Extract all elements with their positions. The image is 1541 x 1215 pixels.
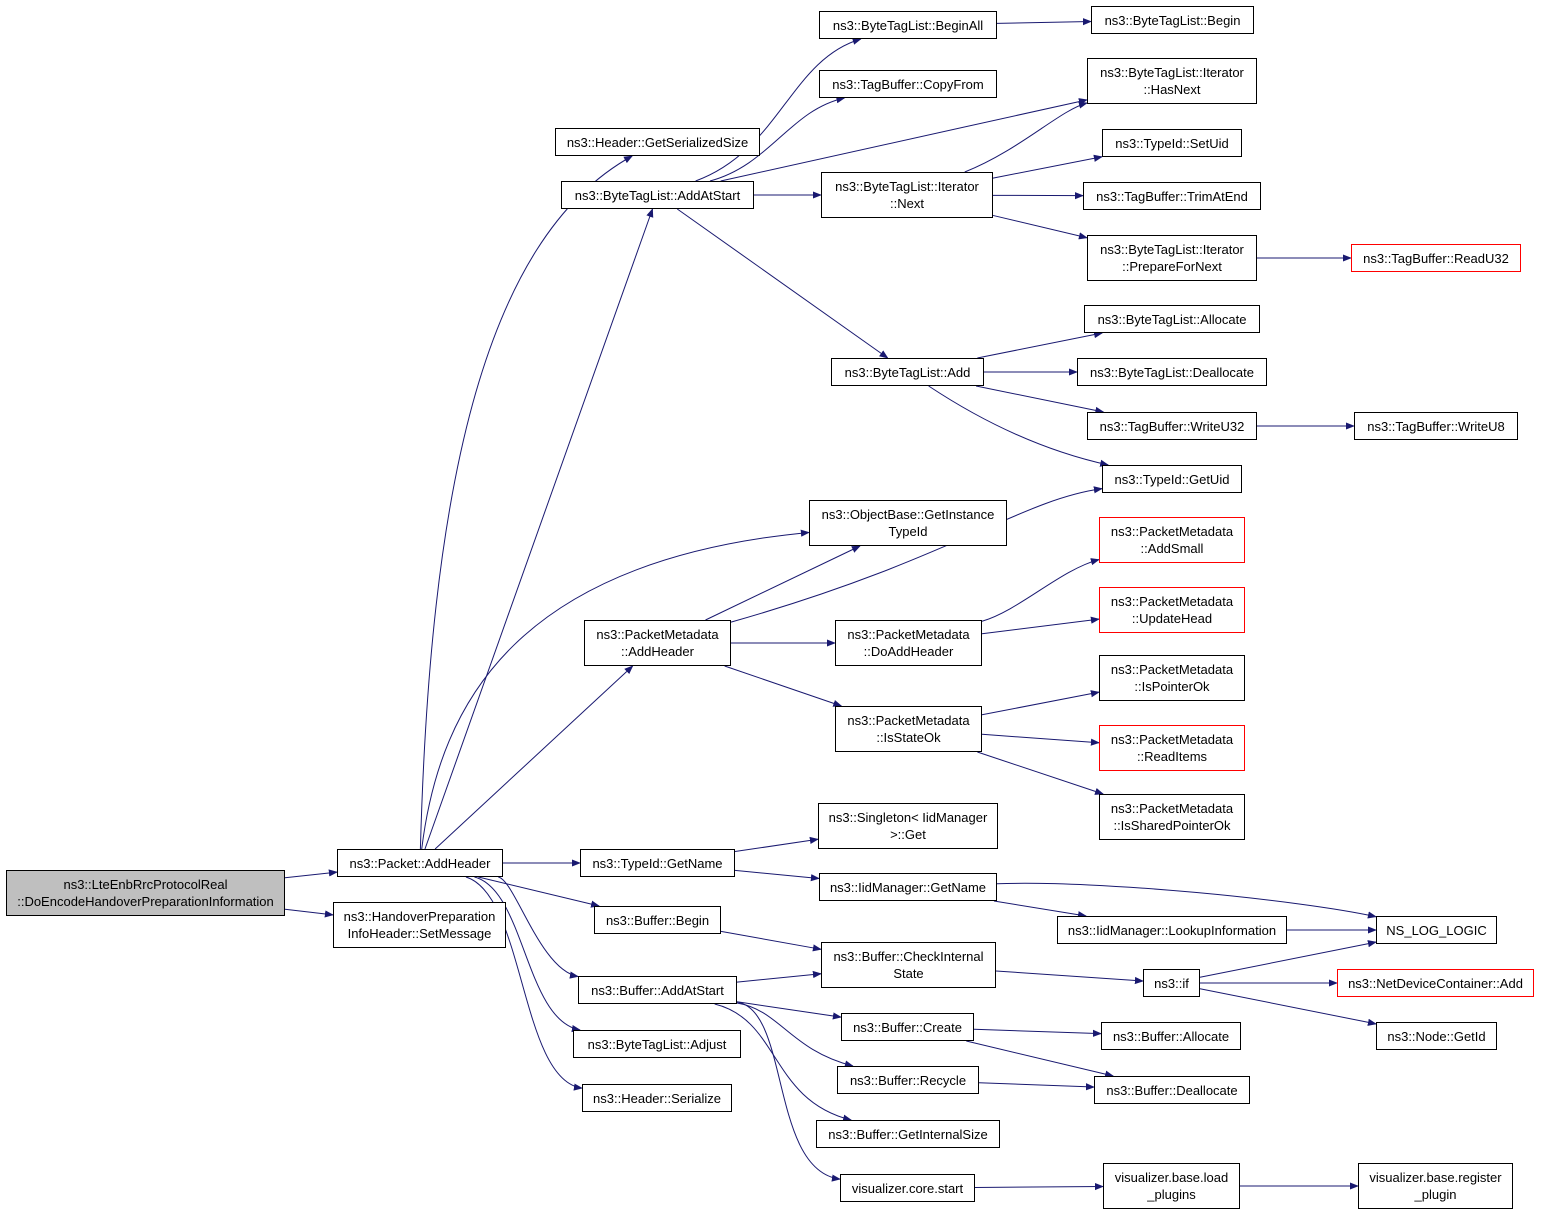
graph-node-btl-it-preparefornext[interactable]: ns3::ByteTagList::Iterator ::PrepareForN… [1087, 235, 1257, 281]
graph-node-tb-writeu32[interactable]: ns3::TagBuffer::WriteU32 [1087, 412, 1257, 440]
graph-node-pm-readitems[interactable]: ns3::PacketMetadata ::ReadItems [1099, 725, 1245, 771]
graph-node-root: ns3::LteEnbRrcProtocolReal ::DoEncodeHan… [6, 870, 285, 916]
graph-node-tb-trimatend[interactable]: ns3::TagBuffer::TrimAtEnd [1083, 182, 1261, 210]
call-edge-buffer_addatstart-to-buffer_recycle [736, 1002, 854, 1068]
graph-node-iid-getname[interactable]: ns3::IidManager::GetName [819, 873, 997, 901]
call-edge-pm_isstateok-to-pm_ispointerok [981, 690, 1100, 716]
graph-node-pm-addheader[interactable]: ns3::PacketMetadata ::AddHeader [584, 620, 731, 666]
call-edge-ns3_if-to-ns_log_logic [1199, 940, 1377, 978]
graph-node-pm-updatehead[interactable]: ns3::PacketMetadata ::UpdateHead [1099, 587, 1245, 633]
call-edge-packet_addheader-to-header_serialize [465, 876, 583, 1091]
graph-node-buffer-getinternalsize[interactable]: ns3::Buffer::GetInternalSize [816, 1120, 1000, 1148]
call-edge-vis_core_start-to-vis_base_load_plugins [974, 1182, 1104, 1191]
call-edge-typeid_getname-to-iid_getname [734, 869, 820, 882]
call-edge-btl_it_next-to-btl_it_hasnext [964, 101, 1088, 173]
graph-node-pm-addsmall[interactable]: ns3::PacketMetadata ::AddSmall [1099, 517, 1245, 563]
graph-node-node-getid[interactable]: ns3::Node::GetId [1376, 1022, 1497, 1050]
graph-node-pm-ispointerok[interactable]: ns3::PacketMetadata ::IsPointerOk [1099, 655, 1245, 701]
graph-node-btl-addatstart[interactable]: ns3::ByteTagList::AddAtStart [561, 181, 754, 209]
graph-node-btl-it-next[interactable]: ns3::ByteTagList::Iterator ::Next [821, 172, 993, 218]
graph-node-header-getsersize[interactable]: ns3::Header::GetSerializedSize [555, 128, 760, 156]
graph-node-singleton-get[interactable]: ns3::Singleton< IidManager >::Get [818, 803, 998, 849]
call-edge-pm_isstateok-to-pm_readitems [981, 733, 1100, 746]
graph-node-tb-readu32[interactable]: ns3::TagBuffer::ReadU32 [1351, 244, 1521, 272]
call-edge-btl_addatstart-to-btl_it_hasnext [720, 98, 1088, 182]
call-edge-btl_add-to-typeid_getuid [928, 385, 1110, 467]
graph-node-typeid-getname[interactable]: ns3::TypeId::GetName [580, 849, 735, 877]
graph-node-buffer-allocate[interactable]: ns3::Buffer::Allocate [1101, 1022, 1241, 1050]
graph-node-typeid-setuid[interactable]: ns3::TypeId::SetUid [1102, 129, 1242, 157]
graph-node-ndc-add[interactable]: ns3::NetDeviceContainer::Add [1337, 969, 1534, 997]
graph-node-buffer-checkinternal[interactable]: ns3::Buffer::CheckInternal State [821, 942, 996, 988]
call-edge-buffer_begin-to-buffer_checkinternal [720, 930, 822, 952]
graph-node-buffer-create[interactable]: ns3::Buffer::Create [841, 1013, 974, 1041]
call-edge-buffer_addatstart-to-buffer_create [736, 1001, 842, 1020]
graph-node-tb-writeu8[interactable]: ns3::TagBuffer::WriteU8 [1354, 412, 1518, 440]
call-edge-btl_it_next-to-btl_it_preparefornext [992, 214, 1088, 240]
call-edge-iid_getname-to-ns_log_logic [996, 882, 1377, 919]
graph-node-btl-it-hasnext[interactable]: ns3::ByteTagList::Iterator ::HasNext [1087, 58, 1257, 104]
call-edge-btl_add-to-tb_writeu32 [975, 385, 1105, 414]
call-edge-buffer_checkinternal-to-ns3_if [995, 970, 1144, 985]
call-edge-buffer_addatstart-to-buffer_checkinternal [736, 970, 822, 983]
call-edge-root-to-hopi_setmessage [284, 908, 334, 918]
graph-node-buffer-begin[interactable]: ns3::Buffer::Begin [594, 906, 721, 934]
call-edge-typeid_getname-to-singleton_get [734, 836, 819, 853]
graph-node-pm-issharedpointerok[interactable]: ns3::PacketMetadata ::IsSharedPointerOk [1099, 794, 1245, 840]
graph-node-btl-allocate[interactable]: ns3::ByteTagList::Allocate [1084, 305, 1260, 333]
call-edge-buffer_addatstart-to-buffer_getinternalsize [714, 1003, 853, 1122]
call-edge-packet_addheader-to-btl_adjust [474, 876, 581, 1033]
call-edge-pm_addheader-to-pm_isstateok [724, 665, 843, 707]
call-edge-packet_addheader-to-ob_getinstancetypeid [421, 529, 810, 850]
graph-node-pm-doaddheader[interactable]: ns3::PacketMetadata ::DoAddHeader [835, 620, 982, 666]
graph-node-pm-isstateok[interactable]: ns3::PacketMetadata ::IsStateOk [835, 706, 982, 752]
graph-node-btl-deallocate[interactable]: ns3::ByteTagList::Deallocate [1077, 358, 1267, 386]
graph-node-ns-log-logic[interactable]: NS_LOG_LOGIC [1376, 916, 1497, 944]
graph-node-btl-adjust[interactable]: ns3::ByteTagList::Adjust [573, 1030, 741, 1058]
graph-node-tb-copyfrom[interactable]: ns3::TagBuffer::CopyFrom [819, 70, 997, 98]
call-edge-btl_it_next-to-typeid_setuid [992, 154, 1103, 179]
graph-node-packet-addheader[interactable]: ns3::Packet::AddHeader [337, 849, 503, 877]
call-edge-packet_addheader-to-buffer_begin [478, 876, 601, 908]
call-edge-btl_beginall-to-btl_begin [996, 18, 1092, 26]
graph-node-hopi-setmessage[interactable]: ns3::HandoverPreparation InfoHeader::Set… [333, 902, 506, 948]
call-edge-pm_doaddheader-to-pm_addsmall [981, 558, 1100, 622]
graph-node-ns3-if[interactable]: ns3::if [1143, 969, 1200, 997]
call-edge-btl_add-to-btl_allocate [977, 331, 1104, 359]
graph-node-vis-base-register-plugin[interactable]: visualizer.base.register _plugin [1358, 1163, 1513, 1209]
graph-node-buffer-recycle[interactable]: ns3::Buffer::Recycle [837, 1066, 979, 1094]
call-edge-buffer_create-to-buffer_allocate [973, 1028, 1102, 1037]
call-edge-buffer_create-to-buffer_deallocate [966, 1040, 1115, 1078]
call-edge-ns3_if-to-node_getid [1199, 988, 1377, 1026]
call-edge-root-to-packet_addheader [284, 869, 338, 879]
graph-node-vis-base-load-plugins[interactable]: visualizer.base.load _plugins [1103, 1163, 1240, 1209]
call-edge-btl_addatstart-to-btl_add [676, 208, 889, 359]
graph-node-btl-add[interactable]: ns3::ByteTagList::Add [831, 358, 984, 386]
graph-node-typeid-getuid[interactable]: ns3::TypeId::GetUid [1102, 465, 1242, 493]
call-edge-pm_addheader-to-ob_getinstancetypeid [705, 545, 861, 621]
call-edge-pm_doaddheader-to-pm_updatehead [981, 616, 1100, 635]
call-edge-packet_addheader-to-buffer_addatstart [498, 876, 579, 979]
call-edge-packet_addheader-to-btl_addatstart [424, 208, 654, 850]
graph-node-buffer-deallocate[interactable]: ns3::Buffer::Deallocate [1094, 1076, 1250, 1104]
call-edge-buffer_recycle-to-buffer_deallocate [978, 1082, 1095, 1091]
call-edge-pm_isstateok-to-pm_issharedpointerok [977, 751, 1104, 795]
graph-node-iid-lookupinfo[interactable]: ns3::IidManager::LookupInformation [1057, 916, 1287, 944]
call-edge-packet_addheader-to-header_getsersize [419, 155, 633, 850]
call-edge-buffer_addatstart-to-vis_core_start [736, 1001, 841, 1182]
call-edge-iid_getname-to-iid_lookupinfo [993, 900, 1087, 919]
graph-node-vis-core-start[interactable]: visualizer.core.start [840, 1174, 975, 1202]
call-edge-btl_addatstart-to-tb_copyfrom [709, 96, 846, 182]
graph-node-ob-getinstancetypeid[interactable]: ns3::ObjectBase::GetInstance TypeId [809, 500, 1007, 546]
call-edge-btl_addatstart-to-btl_beginall [695, 37, 862, 182]
call-edge-packet_addheader-to-pm_addheader [434, 665, 634, 850]
graph-node-btl-begin[interactable]: ns3::ByteTagList::Begin [1091, 6, 1254, 34]
graph-node-header-serialize[interactable]: ns3::Header::Serialize [582, 1084, 732, 1112]
graph-node-btl-beginall[interactable]: ns3::ByteTagList::BeginAll [819, 11, 997, 39]
graph-node-buffer-addatstart[interactable]: ns3::Buffer::AddAtStart [578, 976, 737, 1004]
